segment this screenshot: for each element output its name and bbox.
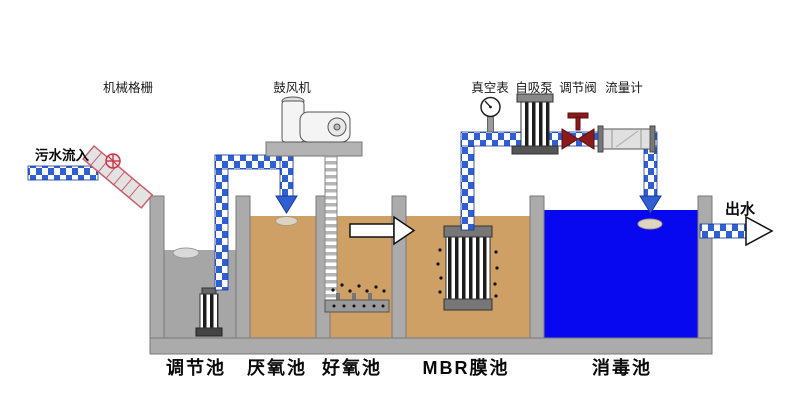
membrane-bubbles (436, 248, 499, 298)
tank-label-mbr: MBR膜池 (423, 357, 510, 378)
disinfection-splash (637, 218, 663, 230)
wall-regulating-anaerobic (235, 195, 251, 339)
tank-label-disinfection: 消毒池 (592, 357, 652, 378)
tank-structure (149, 195, 713, 355)
anaerobic-inlet-arrow (275, 195, 298, 214)
outflow-arrow (745, 215, 774, 247)
blower-platform (265, 141, 363, 157)
tank-floor (149, 337, 713, 355)
flow-meter (597, 125, 656, 153)
vacuum-gauge-label: 真空表 (471, 81, 509, 95)
blower-label: 鼓风机 (273, 81, 311, 95)
vacuum-gauge (480, 96, 501, 133)
tank-label-anaerobic: 厌氧池 (247, 357, 307, 378)
regulating-valve-label: 调节阀 (559, 81, 597, 95)
air-diffuser (324, 293, 390, 313)
flow-meter-label: 流量计 (605, 81, 643, 95)
tank-label-regulating: 调节池 (166, 357, 226, 378)
anaerobic-splash (275, 216, 298, 226)
outflow-label: 出水 (725, 200, 756, 218)
tank-label-aerobic: 好氧池 (321, 357, 382, 378)
membrane-module (443, 225, 493, 311)
screen-chute (82, 144, 154, 209)
mechanical-screen-label: 机械格栅 (103, 80, 153, 95)
wall-left-outer (149, 195, 165, 339)
disinfection-inlet-arrow (639, 195, 662, 214)
inflow-label: 污水流入 (35, 147, 89, 163)
wall-right-outer (697, 195, 713, 339)
inflow-pipe (27, 165, 99, 181)
outflow-pipe (699, 223, 747, 239)
submersible-pump (195, 287, 223, 337)
blower-unit (265, 96, 363, 157)
air-pipe (324, 155, 338, 303)
wall-mbr-disinfection (529, 195, 545, 339)
self-priming-pump-label: 自吸泵 (515, 81, 553, 95)
self-priming-pump (511, 93, 559, 155)
regulating-valve (561, 112, 595, 150)
regulating-splash (172, 247, 200, 259)
lift-pipe (214, 154, 294, 291)
aeration-bubbles (331, 283, 386, 308)
transfer-arrow (349, 215, 416, 246)
disinfection-tank-water (544, 210, 698, 338)
mechanical-screen (82, 144, 154, 209)
anaerobic-tank-water (250, 216, 316, 338)
